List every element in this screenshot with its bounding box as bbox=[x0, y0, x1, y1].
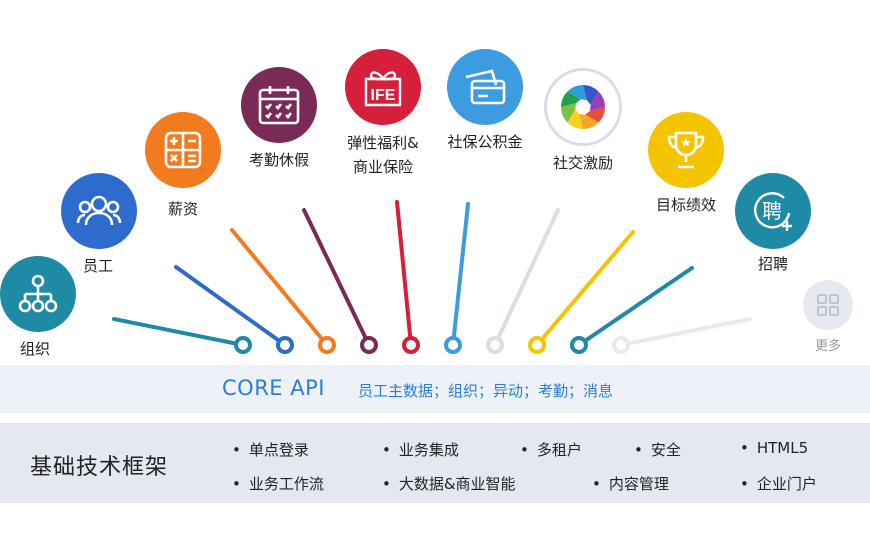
feature-item: 企业门户 bbox=[740, 473, 817, 494]
aperture-segment bbox=[585, 107, 605, 123]
connector-node bbox=[444, 336, 462, 354]
module-social-incentive[interactable]: 社交激励 bbox=[543, 68, 623, 174]
svg-text:聘: 聘 bbox=[762, 199, 782, 223]
module-label: 薪资 bbox=[167, 200, 198, 218]
connector-node bbox=[276, 336, 294, 354]
module-more[interactable]: 更多 bbox=[802, 280, 854, 358]
card-icon bbox=[447, 49, 523, 125]
connector-node bbox=[318, 336, 336, 354]
base-framework-band: 基础技术框架 单点登录 业务集成 多租户 安全 HTML5 业务工作流 大数据&… bbox=[0, 423, 870, 503]
module-label: 员工 bbox=[83, 257, 114, 275]
module-benefits[interactable]: IFE 弹性福利& 商业保险 bbox=[338, 49, 428, 179]
module-label: 社交激励 bbox=[552, 154, 613, 172]
trophy-icon bbox=[648, 112, 724, 188]
feature-item: 多租户 bbox=[520, 439, 582, 460]
feature-item: HTML5 bbox=[740, 439, 808, 457]
aperture-segment bbox=[561, 103, 576, 123]
feature-item: 大数据&商业智能 bbox=[382, 473, 516, 494]
module-label: 更多 bbox=[814, 339, 841, 354]
connector-line bbox=[112, 317, 245, 347]
connector-node bbox=[570, 336, 588, 354]
svg-text:IFE: IFE bbox=[371, 87, 396, 104]
connector-line bbox=[451, 202, 470, 347]
module-label-line: 弹性福利& bbox=[347, 134, 419, 152]
connector-line bbox=[535, 230, 635, 347]
recruit-icon: 聘 bbox=[735, 173, 811, 249]
feature-item: 业务集成 bbox=[382, 439, 459, 460]
feature-item: 安全 bbox=[634, 439, 681, 460]
aperture-icon bbox=[544, 68, 622, 146]
connector-node bbox=[234, 336, 252, 354]
base-framework-title: 基础技术框架 bbox=[30, 455, 169, 480]
gift-life-icon: IFE bbox=[345, 49, 421, 125]
aperture-segment bbox=[561, 91, 581, 107]
module-label-line: 商业保险 bbox=[352, 158, 413, 176]
module-label: 弹性福利& 商业保险 bbox=[338, 131, 428, 179]
aperture-segment bbox=[567, 85, 587, 100]
core-api-description: 员工主数据；组织；异动；考勤；消息 bbox=[358, 382, 614, 400]
module-label: 招聘 bbox=[757, 255, 788, 273]
module-salary[interactable]: 薪资 bbox=[145, 112, 221, 220]
feature-item: 内容管理 bbox=[592, 473, 669, 494]
connector-line bbox=[230, 228, 329, 347]
calculator-icon bbox=[145, 112, 221, 188]
aperture-segment bbox=[583, 85, 599, 105]
module-social-insurance[interactable]: 社保公积金 bbox=[437, 49, 533, 153]
connector-node bbox=[486, 336, 504, 354]
connector-line bbox=[395, 200, 413, 347]
aperture-segment bbox=[590, 91, 605, 111]
people-icon bbox=[61, 173, 137, 249]
aperture-segment bbox=[567, 109, 583, 129]
core-api-band: CORE API 员工主数据；组织；异动；考勤；消息 bbox=[0, 365, 870, 413]
connector-line bbox=[619, 317, 752, 347]
module-performance[interactable]: 目标绩效 bbox=[644, 112, 728, 216]
connector-line bbox=[577, 266, 694, 347]
connector-line bbox=[493, 208, 560, 347]
feature-item: 业务工作流 bbox=[232, 473, 324, 494]
connector-node bbox=[402, 336, 420, 354]
connector-node bbox=[528, 336, 546, 354]
module-attendance[interactable]: 考勤休假 bbox=[236, 67, 322, 171]
connector-node bbox=[360, 336, 378, 354]
connector-line bbox=[302, 208, 371, 347]
feature-item: 单点登录 bbox=[232, 439, 309, 460]
module-employee[interactable]: 员工 bbox=[61, 173, 137, 277]
org-chart-icon bbox=[0, 256, 76, 332]
module-label: 组织 bbox=[20, 340, 51, 358]
connector-node bbox=[612, 336, 630, 354]
module-label: 社保公积金 bbox=[447, 133, 523, 151]
calendar-icon bbox=[241, 67, 317, 143]
grid-more-icon bbox=[803, 280, 853, 330]
module-label: 考勤休假 bbox=[248, 151, 309, 169]
connector-line bbox=[174, 265, 287, 347]
module-recruit[interactable]: 聘 招聘 bbox=[735, 173, 811, 275]
module-org[interactable]: 组织 bbox=[0, 256, 76, 360]
module-label: 目标绩效 bbox=[655, 196, 716, 214]
aperture-segment bbox=[579, 114, 599, 129]
core-api-title: CORE API bbox=[222, 376, 325, 400]
